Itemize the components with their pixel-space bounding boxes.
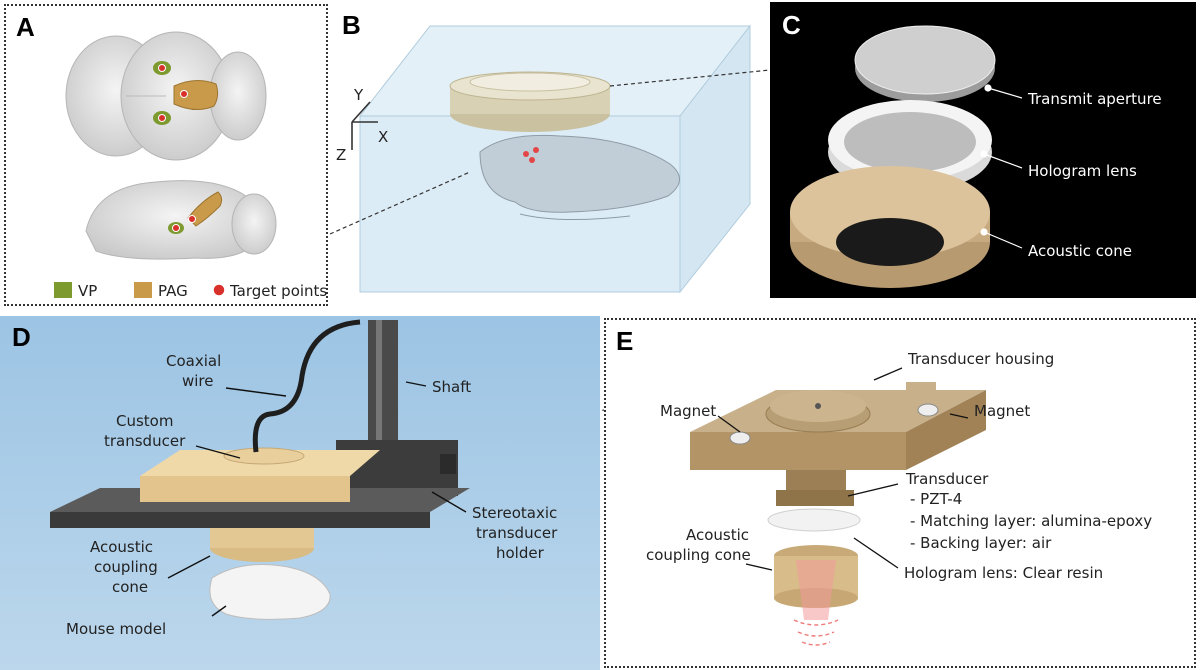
legend-pag-label: PAG [158, 282, 188, 300]
panel-d: D Coaxial wire Shaft Custom [0, 316, 600, 670]
target-point [180, 90, 188, 98]
panel-c: C Transmit aperture Hologram lens Acoust… [770, 2, 1196, 298]
axis-gizmo [351, 101, 378, 150]
transducer-housing-illustration [690, 367, 986, 646]
axis-x-label: X [378, 128, 389, 146]
legend-vp-label: VP [78, 282, 98, 300]
legend-vp-swatch [54, 282, 72, 298]
label-stereotaxic-3: holder [496, 544, 544, 562]
label-acoustic-cone: Acoustic cone [1028, 242, 1132, 260]
brain-illustration [54, 31, 277, 298]
panel-b: B Y X Z [330, 4, 770, 306]
target-point [523, 151, 529, 157]
label-shaft: Shaft [432, 378, 472, 396]
coupling-cone [210, 528, 314, 548]
label-coaxial-1: Coaxial [166, 352, 222, 370]
label-transmit-aperture: Transmit aperture [1028, 90, 1162, 108]
label-coupling-1: Acoustic [90, 538, 154, 556]
pag-region [187, 191, 223, 227]
label-transducer: Transducer [906, 470, 989, 488]
panel-e-letter: E [616, 326, 634, 356]
label-matching-layer: - Matching layer: alumina-epoxy [910, 512, 1153, 530]
transmit-aperture-disk [854, 25, 996, 102]
label-hologram-lens: Hologram lens: Clear resin [904, 564, 1104, 582]
target-point [188, 215, 196, 223]
exploded-transducer-illustration [790, 25, 1023, 288]
label-coaxial-2: wire [182, 372, 214, 390]
label-coupling-1: Acoustic [686, 526, 750, 544]
label-hologram-lens: Hologram lens [1028, 162, 1137, 180]
transducer-housing [690, 432, 906, 470]
label-stereotaxic-1: Stereotaxic [472, 504, 558, 522]
legend-pag-swatch [134, 282, 152, 298]
transducer-cube-illustration [351, 24, 752, 294]
stereotaxic-setup-illustration [50, 319, 470, 620]
panel-a: A [4, 4, 328, 306]
panel-a-letter: A [16, 12, 35, 42]
coaxial-wire [252, 319, 361, 453]
custom-transducer [140, 476, 350, 502]
label-custom-2: transducer [104, 432, 186, 450]
label-coupling-2: coupling cone [646, 546, 751, 564]
label-magnet-left: Magnet [660, 402, 717, 420]
legend-target-swatch [212, 283, 226, 297]
panel-c-letter: C [782, 10, 801, 40]
ultrasound-beam [796, 560, 836, 620]
axis-z-label: Z [336, 146, 347, 164]
target-point [172, 224, 180, 232]
label-coupling-2: coupling [94, 558, 158, 576]
hologram-lens [767, 508, 861, 532]
label-stereotaxic-2: transducer [476, 524, 558, 542]
magnet-left [729, 431, 751, 445]
panel-b-letter: B [342, 10, 361, 40]
target-point [533, 147, 539, 153]
brain-side-view [85, 180, 277, 260]
brain-top-view [65, 31, 267, 161]
mouse-model [209, 564, 331, 620]
panel-d-letter: D [12, 322, 31, 352]
pag-region [173, 80, 219, 110]
magnet-right [917, 403, 939, 417]
label-coupling-3: cone [112, 578, 149, 596]
acoustic-cone-ring [790, 166, 990, 288]
axis-y-label: Y [354, 86, 364, 104]
legend-target-label: Target points [230, 282, 328, 300]
label-custom-1: Custom [116, 412, 174, 430]
label-transducer-housing: Transducer housing [908, 350, 1055, 368]
hologram-lens-disk [828, 100, 992, 192]
label-backing-layer: - Backing layer: air [910, 534, 1052, 552]
transducer-element [776, 490, 854, 506]
target-point [529, 157, 535, 163]
label-pzt: - PZT-4 [910, 490, 963, 508]
panel-e: E Transdu [604, 318, 1196, 668]
target-point [158, 64, 166, 72]
target-point [158, 114, 166, 122]
label-magnet-right: Magnet [974, 402, 1031, 420]
label-mouse-model: Mouse model [66, 620, 167, 638]
